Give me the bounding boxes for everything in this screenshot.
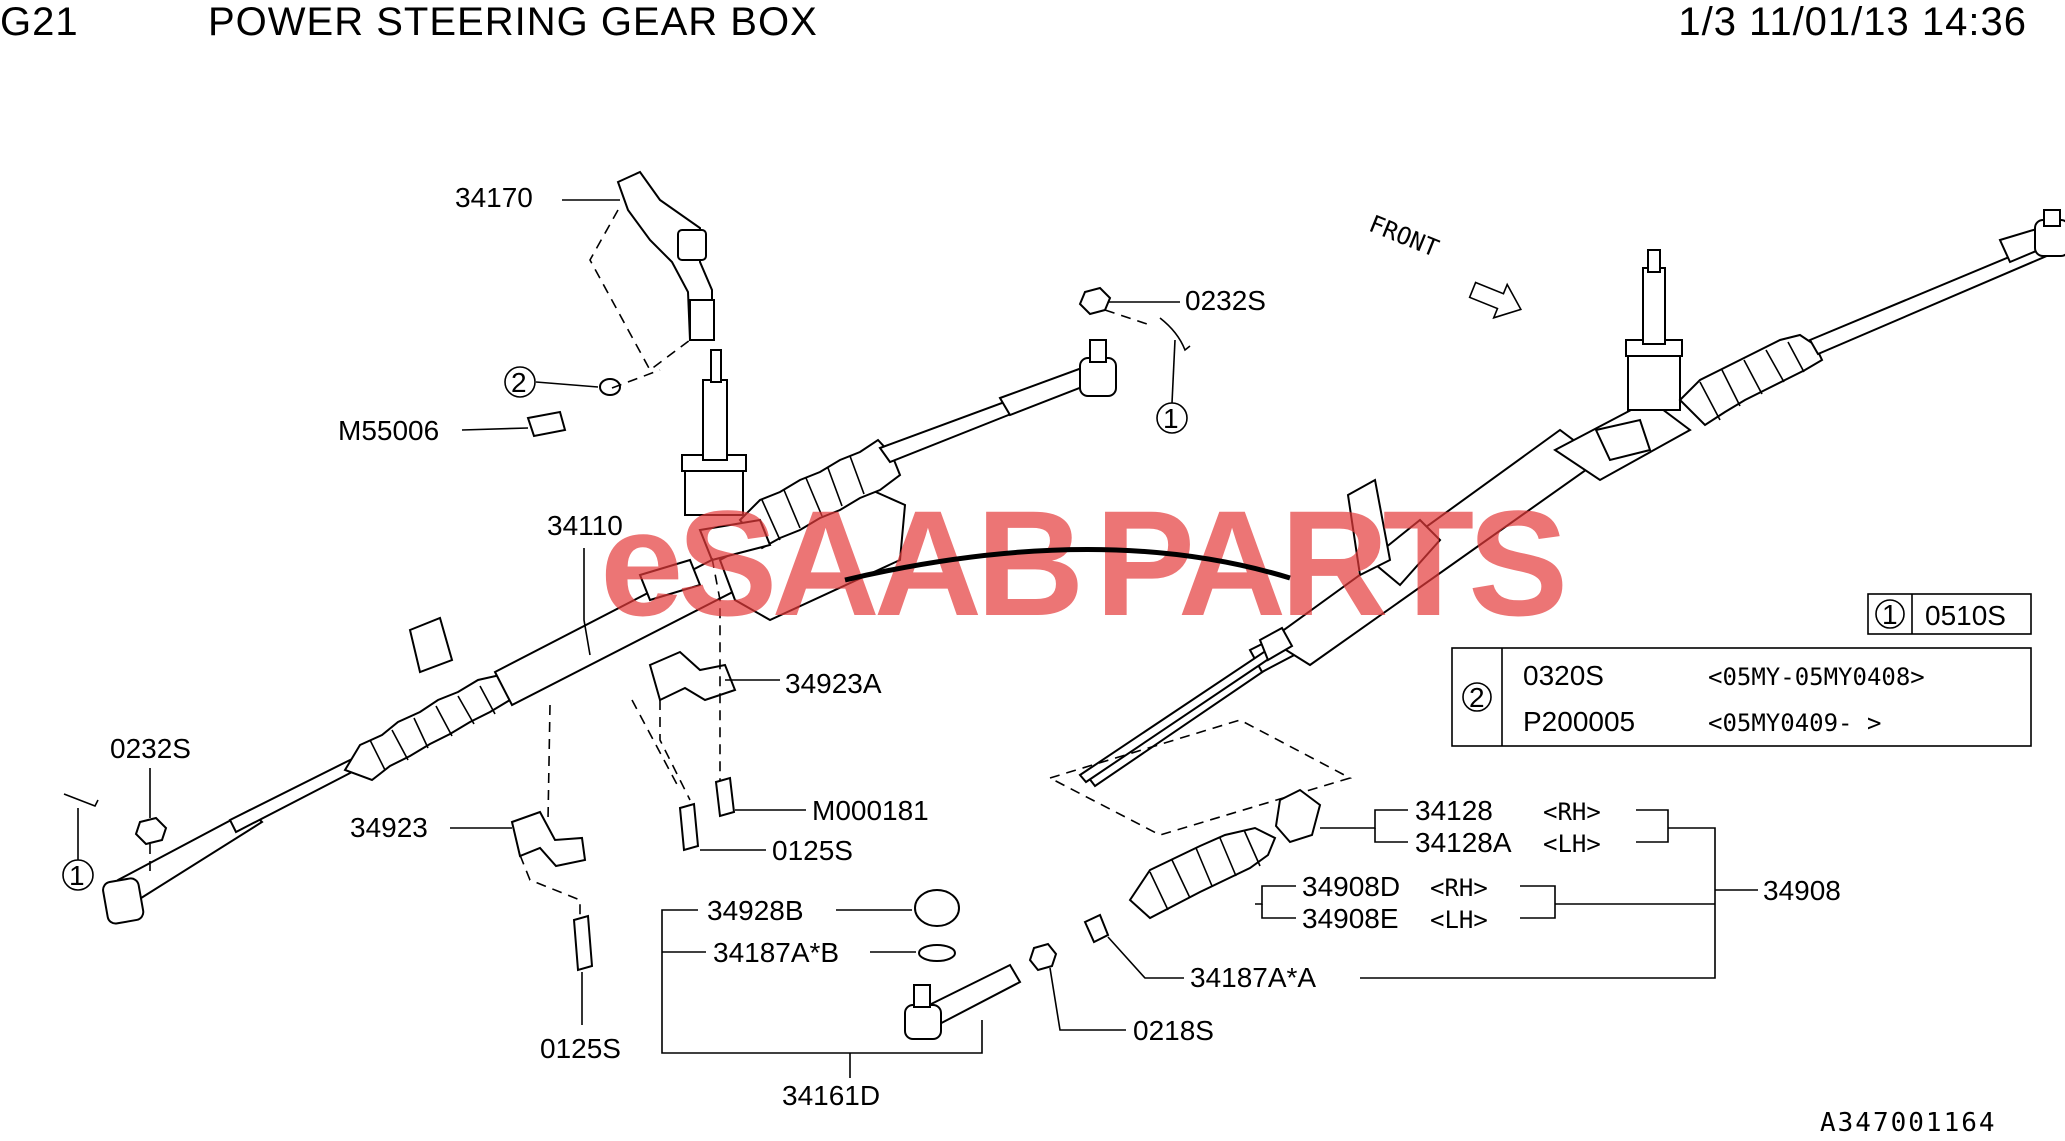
watermark: eSAAB PARTS [600,479,1569,647]
label-0232s-lower: 0232S [110,733,191,764]
label-0125s-a: 0125S [772,835,853,866]
ref-circle-1 [1875,599,1905,629]
label-34187a-b: 34187A*B [713,937,839,968]
label-34923: 34923 [350,812,428,843]
label-34128: 34128 [1415,795,1493,826]
label-34128a-lh: <LH> [1543,830,1601,858]
label-34908: 34908 [1763,875,1841,906]
bracket-34923 [510,810,587,868]
ref-row-1-part: 0510S [1925,600,2006,631]
callout-1-upper-text: 1 [1163,403,1179,434]
label-34908d-rh: <RH> [1430,874,1488,902]
front-label: FRONT [1365,210,1442,263]
ref-row-2-range-b: <05MY0409- > [1708,709,1881,737]
washer-2 [599,378,621,396]
diagram-group-code: G21 [0,0,79,44]
label-34170: 34170 [455,182,533,213]
ref-row-2 [1451,647,2032,747]
ref-row-2-part-a: 0320S [1523,660,1604,691]
label-m000181: M000181 [812,795,929,826]
bolt-m000181 [714,776,736,818]
label-m55006: M55006 [338,415,439,446]
page-and-date: 1/3 11/01/13 14:36 [1678,0,2027,44]
ref-circle-1-text: 1 [1882,599,1898,630]
label-34908d: 34908D [1302,871,1400,902]
label-34187a-a: 34187A*A [1190,962,1316,993]
steering-rack-right-assembly [1078,209,2065,788]
label-34161d: 34161D [782,1080,880,1111]
nut-0232s-lower [134,816,168,846]
callout-circle-2-left [504,366,536,398]
intermediate-shaft [616,170,715,341]
label-34908e: 34908E [1302,903,1399,934]
boot-parts-exploded [904,788,1322,1040]
label-34928b: 34928B [707,895,804,926]
ref-row-1 [1867,593,2032,635]
ref-row-2-part-b: P200005 [1523,706,1635,737]
label-0232s-upper: 0232S [1185,285,1266,316]
label-0218s: 0218S [1133,1015,1214,1046]
label-34923a: 34923A [785,668,882,699]
watermark-text-a: eSAAB [600,479,1078,647]
steering-rack-left-assembly [102,339,1117,925]
label-34908e-lh: <LH> [1430,906,1488,934]
label-34128a: 34128A [1415,827,1512,858]
diagram-reference-code: A347001164 [1820,1108,1997,1138]
ref-row-2-range-a: <05MY-05MY0408> [1708,663,1925,691]
bracket-34923a [648,650,737,702]
ref-circle-2-text: 2 [1469,682,1485,713]
front-direction-indicator: FRONT [1365,210,1523,320]
label-34128-rh: <RH> [1543,798,1601,826]
label-34110: 34110 [547,510,623,541]
label-0125s-b: 0125S [540,1033,621,1064]
diagram-title: POWER STEERING GEAR BOX [208,0,818,44]
callout-2-left-text: 2 [511,367,527,398]
bolt-0125s-a [678,802,700,852]
reference-table: 1 0510S 2 0320S <05MY-05MY0408> P200005 … [1451,593,2032,747]
bolt-0125s-b [572,914,594,972]
bolt-m55006 [526,410,567,438]
ref-circle-2 [1462,682,1492,712]
watermark-text-b: PARTS [1095,479,1563,647]
callout-1-lower-text: 1 [69,860,85,891]
